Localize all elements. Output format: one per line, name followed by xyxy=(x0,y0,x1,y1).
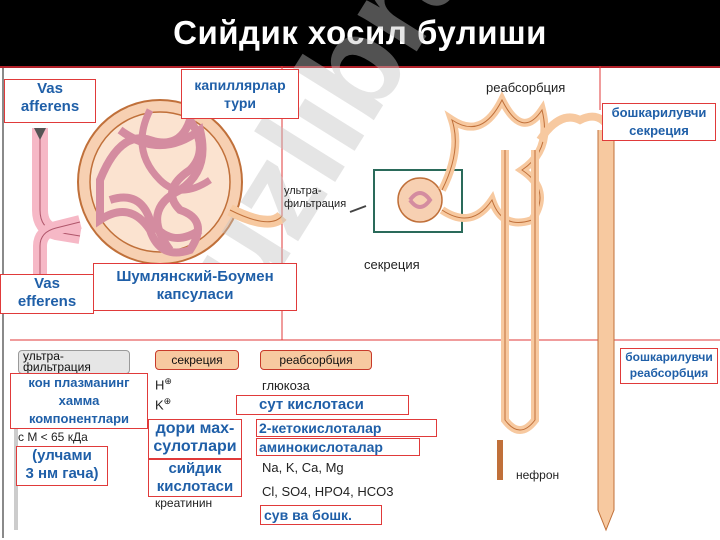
label-uric: сийдик кислотаси xyxy=(148,459,242,497)
label-kon-plazma-line2: хамма xyxy=(58,393,100,408)
label-ultrafiltration-line2: фильтрация xyxy=(284,198,347,210)
title-bar: Сийдик хосил булиши xyxy=(0,0,720,68)
label-vas-efferens: Vas efferens xyxy=(0,274,94,314)
header-ultrafiltration: ультра- фильтрация xyxy=(18,350,130,374)
label-vas-efferens-line1: Vas xyxy=(34,275,60,292)
label-right-reabsorption-line2: реабсорбция xyxy=(629,366,709,380)
label-kon-plazma-line3: компонентлари xyxy=(28,411,130,426)
header-reabsorption: реабсорбция xyxy=(260,350,372,370)
label-molecular: с M < 65 кДа xyxy=(18,430,88,444)
label-milk-acid: сут кислотаси xyxy=(236,395,409,415)
label-kon-plazma-line1: кон плазманинг xyxy=(28,375,130,390)
label-kapillar-line1: капиллярлар xyxy=(194,77,286,93)
label-anions: Cl, SO4, HPO4, HCO3 xyxy=(262,484,394,499)
label-vas-efferens-line2: efferens xyxy=(17,293,77,310)
label-right-reabsorption-line1: бошкарилувчи xyxy=(625,350,713,364)
label-right-secretion-line2: секреция xyxy=(629,123,689,138)
label-drugs: дори мах- сулотлари xyxy=(148,419,242,459)
label-pore-line1: (улчами xyxy=(32,447,92,464)
label-kapsula: Шумлянский-Боумен капсуласи xyxy=(93,263,297,311)
label-ketoacids: 2-кетокислоталар xyxy=(256,419,437,437)
label-right-reabsorption: бошкарилувчи реабсорбция xyxy=(620,348,718,384)
glomerulus xyxy=(77,99,287,265)
label-k-ion: K⊕ xyxy=(155,396,172,413)
header-secretion: секреция xyxy=(155,350,239,370)
label-ultrafiltration-line1: ультра- xyxy=(284,185,322,197)
label-k-ion-text: K xyxy=(155,397,164,413)
header-ultrafiltration-line2: фильтрация xyxy=(23,360,91,374)
page-title: Сийдик хосил булиши xyxy=(173,14,547,51)
label-nephron: нефрон xyxy=(516,468,560,482)
vessels xyxy=(32,128,82,294)
label-h-ion-text: H xyxy=(155,377,165,393)
label-vas-afferens: Vas afferens xyxy=(4,79,96,123)
label-vas-afferens-line2: afferens xyxy=(20,98,80,115)
label-cations: Na, K, Ca, Mg xyxy=(262,460,344,475)
label-right-secretion: бошкарилувчи секреция xyxy=(602,103,716,141)
label-uric-line2: кислотаси xyxy=(156,478,234,495)
label-uric-line1: сийдик xyxy=(168,460,222,477)
label-right-secretion-line1: бошкарилувчи xyxy=(611,105,707,120)
label-pore-line2: 3 нм гача) xyxy=(25,465,99,482)
nephron xyxy=(349,91,615,532)
label-aminoacids: аминокислоталар xyxy=(256,438,420,456)
label-kapillar-line2: тури xyxy=(224,95,256,111)
header-ultrafiltration-line1: ультра- xyxy=(23,349,64,363)
label-water: сув ва бошк. xyxy=(260,505,382,525)
label-vas-afferens-line1: Vas xyxy=(37,80,63,97)
label-glucose: глюкоза xyxy=(262,378,310,393)
arrow-left-icon xyxy=(349,205,367,213)
label-ultrafiltration: ультра- фильтрация xyxy=(284,185,346,211)
label-kapsula-line2: капсуласи xyxy=(156,286,234,303)
label-kapsula-line1: Шумлянский-Боумен xyxy=(116,268,274,285)
label-drugs-line2: сулотлари xyxy=(153,438,237,455)
label-drugs-line1: дори мах- xyxy=(155,420,235,437)
label-creatinine: креатинин xyxy=(155,496,213,510)
label-reabsorption-top: реабсорбция xyxy=(486,80,566,95)
arrow-down-icon xyxy=(34,128,46,140)
label-kapillar: капиллярлар тури xyxy=(181,69,299,119)
label-h-ion: H⊕ xyxy=(155,376,172,393)
label-kon-plazma: кон плазманинг хамма компонентлари xyxy=(10,373,148,429)
label-pore: (улчами 3 нм гача) xyxy=(16,446,108,486)
label-secretion-mid: секреция xyxy=(364,257,420,272)
